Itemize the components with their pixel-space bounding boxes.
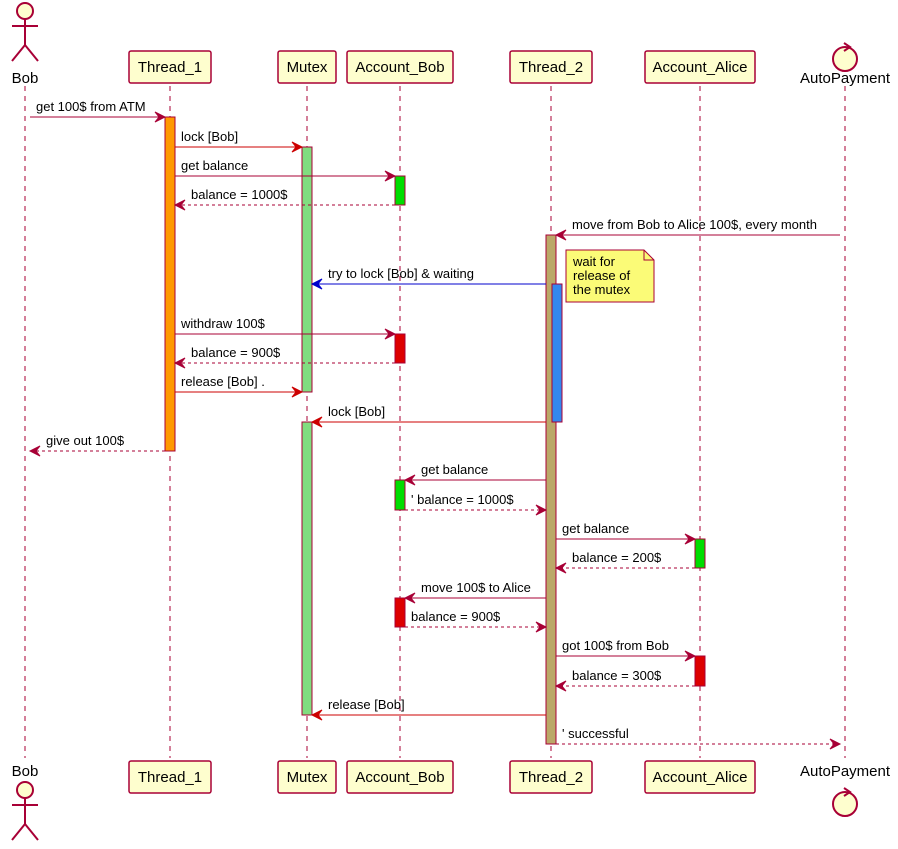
message-label-2: lock [Bob]: [181, 129, 238, 144]
participant-label-top-thread2: Thread_2: [519, 59, 583, 76]
message-17: [556, 533, 697, 545]
participant-box-bottom-thread1: [128, 760, 212, 794]
message-label-15: get balance: [421, 462, 488, 477]
message-25: [556, 738, 842, 750]
message-label-5: move from Bob to Alice 100$, every month: [572, 217, 817, 232]
actor-icon-top-bob: [11, 2, 39, 62]
message-15: [403, 474, 546, 486]
message-13: [28, 445, 165, 457]
participant-box-top-thread2: [509, 50, 593, 84]
participant-label-top-bob: Bob: [12, 70, 39, 87]
message-9: [175, 386, 304, 398]
message-label-13: give out 100$: [46, 433, 125, 448]
message-11: [310, 416, 546, 428]
message-label-9: release [Bob] .: [181, 374, 265, 389]
participant-label-top-account_alice: Account_Alice: [652, 59, 747, 76]
message-24: [310, 709, 546, 721]
participant-box-bottom-account_alice: [644, 760, 756, 794]
message-18: [554, 562, 695, 574]
note-line-3: the mutex: [573, 282, 631, 297]
activation-bar-mutex-7: [301, 421, 313, 716]
message-label-19: move 100$ to Alice: [421, 580, 531, 595]
note-line-1: wait for: [572, 254, 616, 269]
participant-label-bottom-bob: Bob: [12, 763, 39, 780]
message-label-17: get balance: [562, 521, 629, 536]
message-label-1: get 100$ from ATM: [36, 99, 146, 114]
activation-bar-thread2-4: [545, 234, 557, 745]
participant-box-bottom-account_bob: [346, 760, 454, 794]
actor-icon-bottom-bob: [11, 781, 39, 841]
message-label-22: balance = 300$: [572, 668, 662, 683]
activation-bar-account_bob-10: [394, 597, 406, 628]
participant-label-bottom-account_bob: Account_Bob: [355, 769, 444, 786]
activation-bar-mutex-2: [301, 146, 313, 393]
message-16: [405, 504, 548, 516]
message-5: [554, 229, 840, 241]
message-label-20: balance = 900$: [411, 609, 501, 624]
participant-box-top-mutex: [277, 50, 337, 84]
message-label-11: lock [Bob]: [328, 404, 385, 419]
message-label-4: balance = 1000$: [191, 187, 288, 202]
message-19: [403, 592, 546, 604]
participant-label-top-autopayment: AutoPayment: [800, 70, 891, 87]
participant-label-bottom-thread2: Thread_2: [519, 769, 583, 786]
participant-box-top-account_bob: [346, 50, 454, 84]
message-3: [175, 170, 397, 182]
message-6: [310, 278, 546, 290]
message-21: [556, 650, 697, 662]
message-7: [175, 328, 397, 340]
participant-box-bottom-thread2: [509, 760, 593, 794]
message-2: [175, 141, 304, 153]
participant-label-top-mutex: Mutex: [287, 59, 328, 76]
note-line-2: release of: [573, 268, 630, 283]
control-icon-top-autopayment: [832, 42, 858, 72]
message-label-25: ' successful: [562, 726, 629, 741]
participant-label-top-thread1: Thread_1: [138, 59, 202, 76]
activation-bar-account_bob-6: [394, 333, 406, 364]
participant-box-bottom-mutex: [277, 760, 337, 794]
participant-box-top-account_alice: [644, 50, 756, 84]
participant-box-top-thread1: [128, 50, 212, 84]
message-label-3: get balance: [181, 158, 248, 173]
participant-label-bottom-mutex: Mutex: [287, 769, 328, 786]
participant-label-top-account_bob: Account_Bob: [355, 59, 444, 76]
message-label-16: ' balance = 1000$: [411, 492, 514, 507]
activation-bar-account_bob-8: [394, 479, 406, 511]
message-label-7: withdraw 100$: [180, 316, 266, 331]
participant-label-bottom-autopayment: AutoPayment: [800, 763, 891, 780]
message-label-6: try to lock [Bob] & waiting: [328, 266, 474, 281]
message-label-21: got 100$ from Bob: [562, 638, 669, 653]
message-1: [30, 111, 167, 123]
message-label-8: balance = 900$: [191, 345, 281, 360]
activation-bar-account_alice-11: [694, 655, 706, 687]
activation-bar-thread2-5: [551, 283, 563, 423]
control-icon-bottom-autopayment: [832, 787, 858, 817]
message-22: [554, 680, 695, 692]
message-20: [405, 621, 548, 633]
activation-bar-thread1-1: [164, 116, 176, 452]
message-label-18: balance = 200$: [572, 550, 662, 565]
message-4: [173, 199, 395, 211]
participant-label-bottom-account_alice: Account_Alice: [652, 769, 747, 786]
activation-bar-account_alice-9: [694, 538, 706, 569]
activation-bar-account_bob-3: [394, 175, 406, 206]
message-label-24: release [Bob]: [328, 697, 405, 712]
participant-label-bottom-thread1: Thread_1: [138, 769, 202, 786]
message-8: [173, 357, 395, 369]
note: [565, 249, 655, 303]
